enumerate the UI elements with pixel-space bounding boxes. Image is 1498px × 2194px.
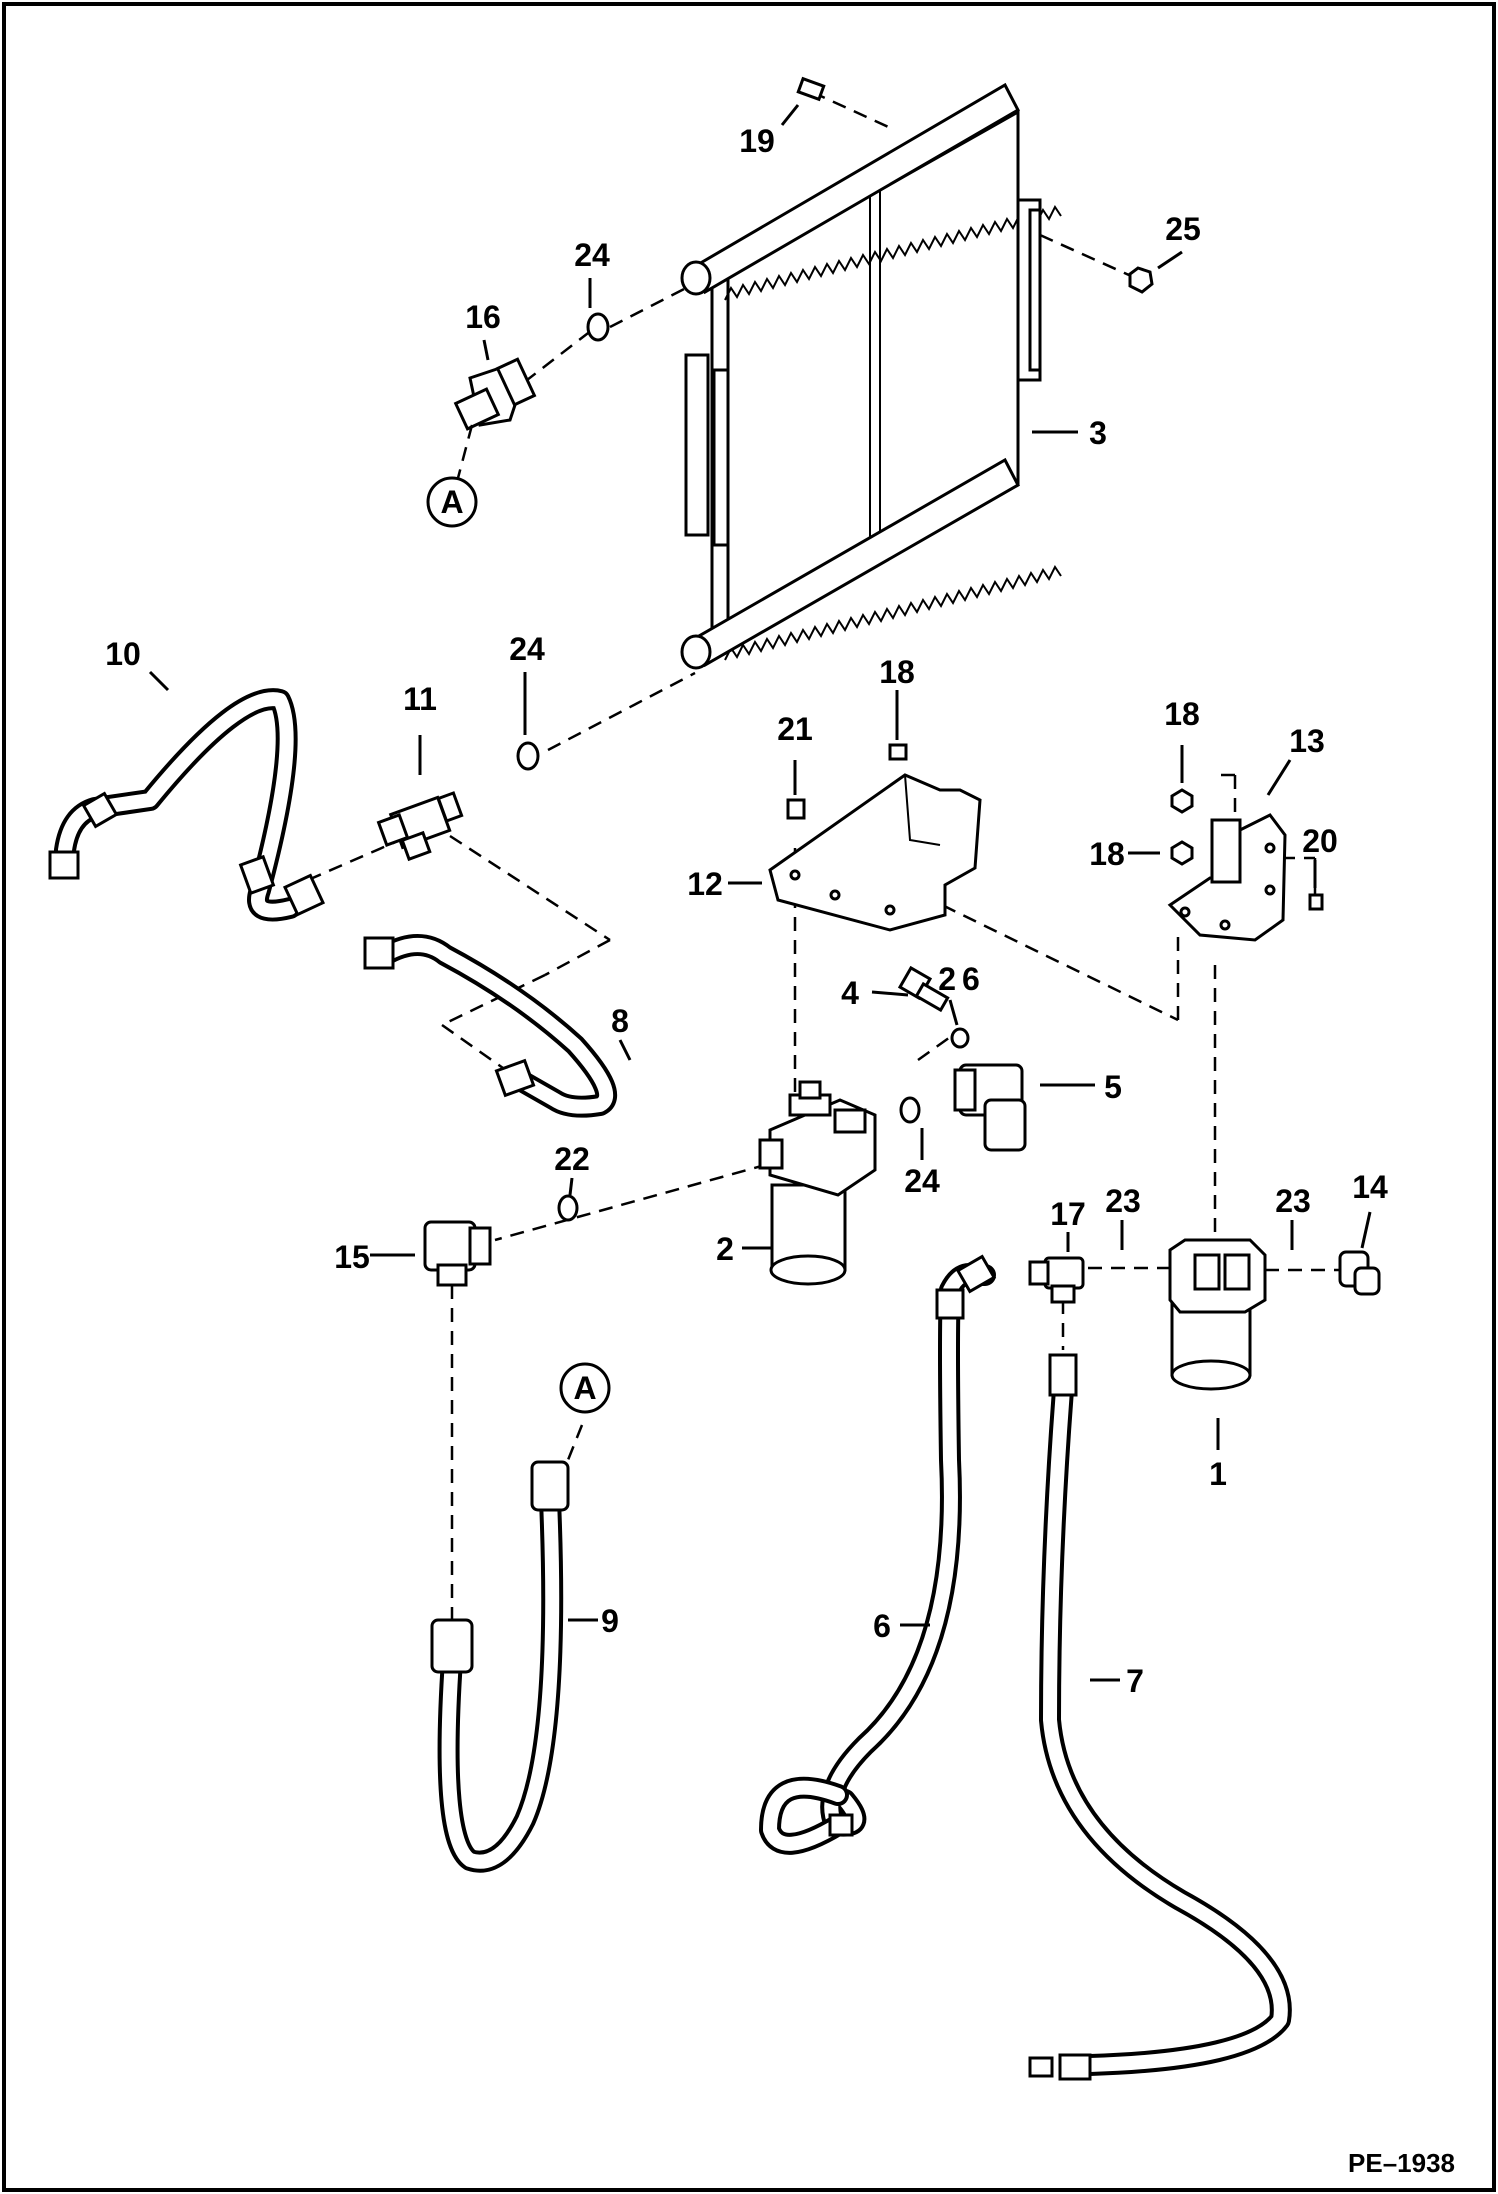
callout-11: 11 (403, 681, 437, 717)
hose-6 (759, 1254, 997, 1855)
callout-6: 6 (873, 1608, 891, 1644)
o-ring-24-top (586, 312, 610, 342)
o-ring-24-mid (516, 741, 540, 771)
elbow-fitting-16 (453, 357, 537, 431)
hose-8 (363, 934, 618, 1118)
o-ring-22 (557, 1194, 579, 1222)
bolt-19 (796, 76, 826, 102)
o-ring-26 (950, 1027, 970, 1049)
leader-lines (148, 104, 1372, 1682)
o-ring-24-filter (899, 1096, 921, 1124)
callout-8: 8 (611, 1003, 629, 1039)
callout-14: 14 (1352, 1169, 1388, 1205)
callout-24-top: 24 (574, 237, 610, 273)
callout-15: 15 (334, 1239, 370, 1275)
tee-fitting-11 (376, 791, 464, 862)
filter-2 (758, 1080, 877, 1286)
callout-24-filter: 24 (904, 1163, 940, 1199)
callout-23-right: 23 (1275, 1183, 1311, 1219)
callout-18-right: 18 (1164, 696, 1200, 732)
callout-24-mid: 24 (509, 631, 545, 667)
tee-fitting-17 (1028, 1256, 1085, 1304)
nut-18-a (1170, 788, 1194, 814)
drawing-code: PE–1938 (1348, 2148, 1455, 2178)
callout-16: 16 (465, 299, 501, 335)
callout-2: 2 (716, 1231, 734, 1267)
callout-22: 22 (554, 1141, 590, 1177)
elbow-fitting-15 (423, 1220, 492, 1287)
callout-10: 10 (105, 636, 141, 672)
callout-12: 12 (687, 866, 723, 902)
callout-5: 5 (1104, 1069, 1122, 1105)
reference-letter-a-bottom: A (573, 1370, 596, 1406)
bracket-13 (1167, 813, 1287, 942)
elbow-14 (1338, 1250, 1381, 1296)
callout-3: 3 (1089, 415, 1107, 451)
callout-1: 1 (1209, 1456, 1227, 1492)
hose-10 (48, 688, 326, 922)
nut-25 (1128, 266, 1154, 294)
callout-20: 20 (1302, 823, 1338, 859)
callout-13: 13 (1289, 723, 1325, 759)
callout-7: 7 (1126, 1663, 1144, 1699)
elbow-adapter-5 (953, 1063, 1027, 1152)
reference-letter-a-top: A (440, 484, 463, 520)
filter-1 (1168, 1238, 1267, 1391)
bracket-12 (768, 773, 982, 932)
callout-18-left: 18 (1089, 836, 1125, 872)
screw-20 (1308, 893, 1324, 911)
screw-21 (786, 798, 806, 820)
callout-23-left: 23 (1105, 1183, 1141, 1219)
screw-18-bracket12 (888, 743, 908, 761)
reference-circle-a-top: A (426, 476, 478, 528)
nut-18-b (1170, 840, 1194, 866)
hose-7 (1028, 1353, 1292, 2081)
callout-26: 26 (938, 961, 986, 997)
callout-9: 9 (601, 1603, 619, 1639)
callout-17: 17 (1050, 1196, 1086, 1232)
reference-circle-a-bottom: A (559, 1362, 611, 1414)
sensor-4 (897, 965, 950, 1013)
callout-4: 4 (841, 975, 859, 1011)
callout-25: 25 (1165, 211, 1201, 247)
callout-19: 19 (739, 123, 775, 159)
callout-18-top: 18 (879, 654, 915, 690)
hose-9 (430, 1460, 570, 1873)
oil-cooler (680, 82, 1062, 670)
callouts: 19 25 24 16 3 10 24 11 18 21 18 13 18 20… (105, 123, 1388, 1699)
callout-21: 21 (777, 711, 813, 747)
